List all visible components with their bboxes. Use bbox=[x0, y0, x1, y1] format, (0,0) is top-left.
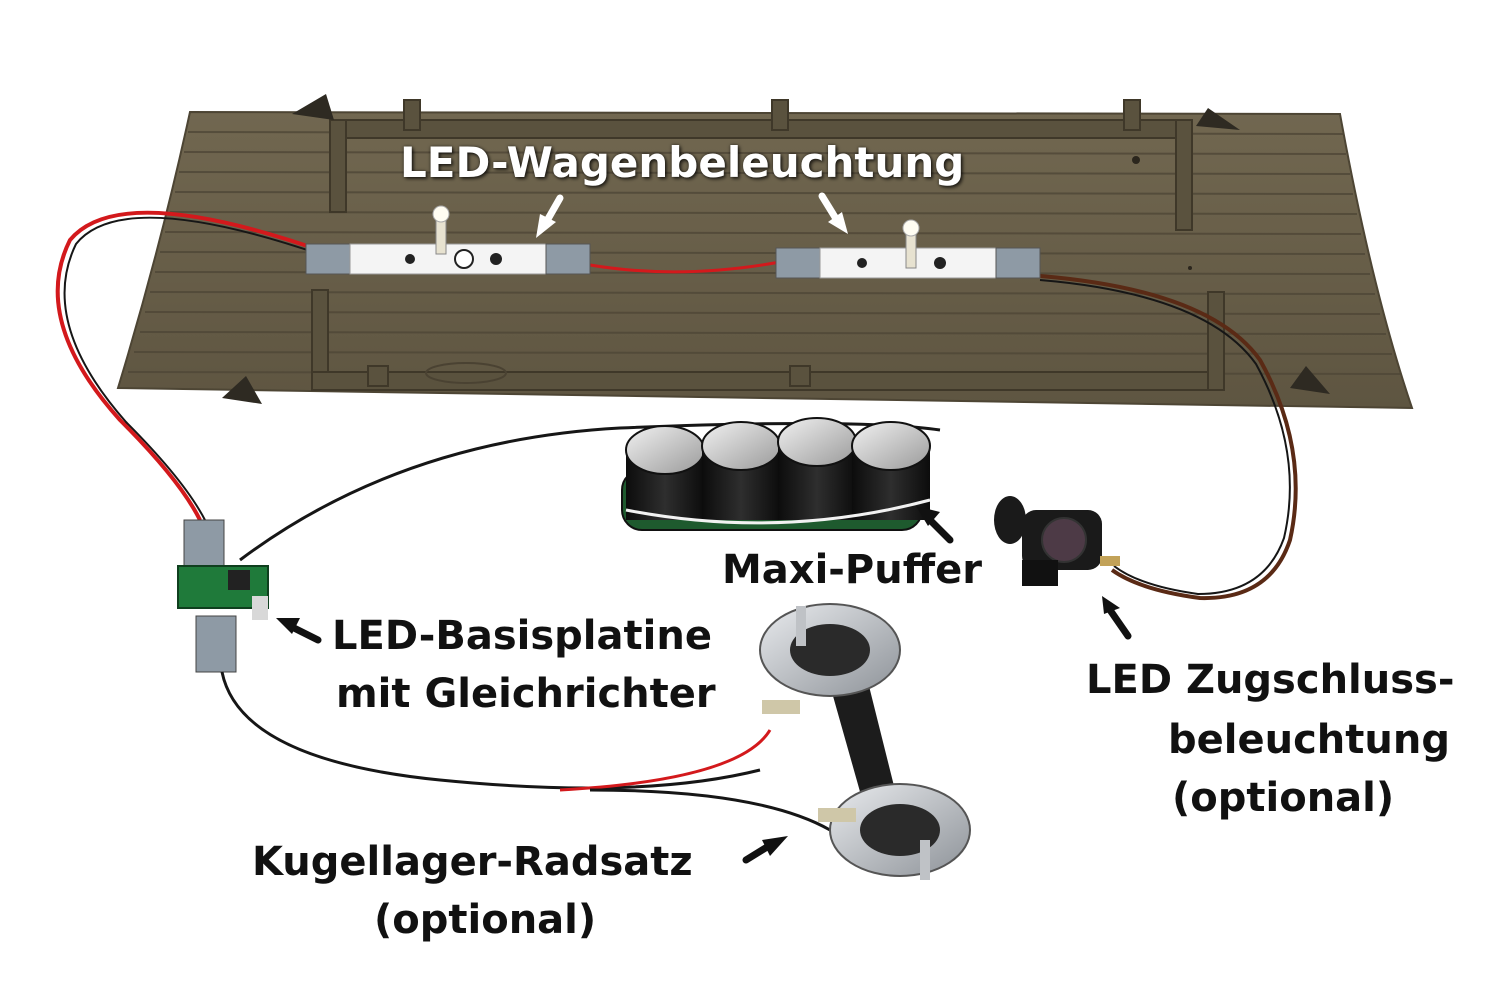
arrow-to-tail-lamp bbox=[1102, 596, 1132, 640]
black-wire-right bbox=[1039, 279, 1291, 596]
label-radsatz-line1: Kugellager-Radsatz bbox=[252, 839, 693, 885]
led-strip-1 bbox=[305, 205, 591, 275]
black-wire-left bbox=[63, 216, 326, 523]
label-basisplatine-line1: LED-Basisplatine bbox=[332, 613, 712, 659]
wagon-floor bbox=[116, 94, 1414, 410]
brown-wire-right bbox=[1039, 274, 1298, 601]
label-maxi-puffer: Maxi-Puffer bbox=[722, 547, 982, 593]
base-pcb bbox=[177, 519, 269, 673]
label-zugschluss-line3: (optional) bbox=[1172, 775, 1395, 821]
red-wire-left bbox=[55, 210, 326, 521]
arrow-to-base-pcb bbox=[276, 618, 322, 644]
arrow-to-wheelset bbox=[742, 836, 788, 864]
red-wire-to-wheelset bbox=[559, 729, 772, 792]
arrow-to-capacitor bbox=[916, 506, 954, 544]
arrow-to-led-strip-2 bbox=[818, 192, 848, 234]
label-radsatz-line2: (optional) bbox=[374, 897, 597, 943]
wheelset bbox=[759, 603, 971, 880]
red-wire-middle bbox=[589, 260, 781, 274]
label-led-wagenbeleuchtung: LED-Wagenbeleuchtung bbox=[400, 138, 965, 187]
label-zugschluss-line2: beleuchtung bbox=[1168, 717, 1450, 763]
led-strip-2 bbox=[775, 219, 1041, 279]
capacitor-pack bbox=[239, 417, 941, 562]
tail-lamp bbox=[994, 496, 1120, 586]
wire-to-wheelset bbox=[220, 671, 761, 790]
label-basisplatine-line2: mit Gleichrichter bbox=[336, 671, 716, 717]
black-wire-to-wheelset-2 bbox=[589, 788, 831, 832]
label-zugschluss-line1: LED Zugschluss- bbox=[1086, 657, 1455, 703]
arrow-to-led-strip-1 bbox=[536, 194, 564, 238]
